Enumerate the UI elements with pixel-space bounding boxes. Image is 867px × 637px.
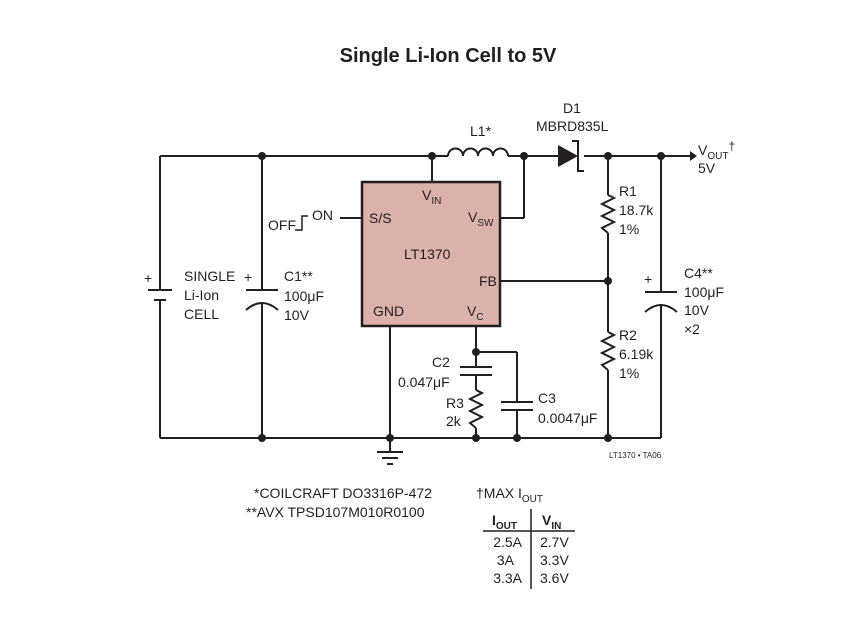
pin-vsw-label: VSW [468,209,494,229]
c2-capacitor-symbol [460,366,492,376]
pin-fb-label: FB [479,273,497,289]
r1-tolerance: 1% [619,221,639,237]
pin-ss-label: S/S [369,210,392,226]
battery-label-3: CELL [184,306,219,322]
switch-on-label: ON [312,207,333,223]
c1-name: C1** [284,268,313,284]
r1-resistor-symbol [599,194,617,234]
r1-name: R1 [619,183,637,199]
r2-value: 6.19k [619,346,654,362]
table-cell-iout-2: 3A [497,552,515,568]
r2-tolerance: 1% [619,365,639,381]
vout-label: VOUT† [698,139,735,162]
diagram-title: Single Li-Ion Cell to 5V [340,45,557,67]
switch-off-label: OFF [268,217,296,233]
c4-value: 100μF [684,284,724,300]
r3-value: 2k [446,413,462,429]
c3-name: C3 [538,390,556,406]
c1-capacitor-symbol [245,289,279,311]
c4-voltage: 10V [684,302,710,318]
pin-vc-label: VC [467,303,484,323]
table-caption: †MAX IOUT [476,485,543,505]
c3-value: 0.0047μF [538,410,597,426]
pin-gnd-label: GND [373,303,404,319]
r3-name: R3 [446,395,464,411]
c1-voltage: 10V [284,307,310,323]
battery-plus: + [144,270,152,286]
vout-terminal [690,151,697,161]
ground-symbol [377,451,403,465]
table-lines [483,509,575,589]
d1-part: MBRD835L [536,118,609,134]
table-cell-iout-3: 3.3A [493,570,522,586]
table-header-vin: VIN [542,512,561,532]
pin-vin-label: VIN [422,187,441,207]
l1-inductor-symbol [447,147,509,157]
c1-value: 100μF [284,288,324,304]
r2-resistor-symbol [599,331,617,371]
table-cell-iout-1: 2.5A [493,534,522,550]
battery-symbol [148,289,172,301]
junction-dots [258,152,665,442]
battery-label-1: SINGLE [184,268,235,284]
c4-capacitor-symbol [644,291,678,313]
ic-name: LT1370 [404,246,451,262]
d1-diode-symbol [558,140,584,172]
r2-name: R2 [619,327,637,343]
c2-value: 0.047μF [398,374,450,390]
note-coilcraft: *COILCRAFT DO3316P-472 [254,485,432,501]
c4-plus: + [644,271,652,287]
table-cell-vin-2: 3.3V [540,552,569,568]
table-cell-vin-1: 2.7V [540,534,569,550]
table-cell-vin-3: 3.6V [540,570,569,586]
r1-value: 18.7k [619,202,654,218]
c4-multiplier: ×2 [684,321,700,337]
wires [159,155,690,452]
table-header-iout: IOUT [492,512,517,532]
battery-label-2: Li-Ion [184,287,219,303]
vout-value: 5V [698,160,716,176]
note-avx: **AVX TPSD107M010R0100 [246,504,425,520]
lt1370-ic [360,180,502,328]
c4-name: C4** [684,265,713,281]
figure-id: LT1370 • TA06 [609,451,662,460]
l1-name: L1* [470,123,492,139]
r3-resistor-symbol [467,389,485,429]
c2-name: C2 [432,354,450,370]
c3-capacitor-symbol [501,401,533,411]
c1-plus: + [244,269,252,285]
shutdown-switch-symbol [295,215,308,231]
d1-name: D1 [563,100,581,116]
